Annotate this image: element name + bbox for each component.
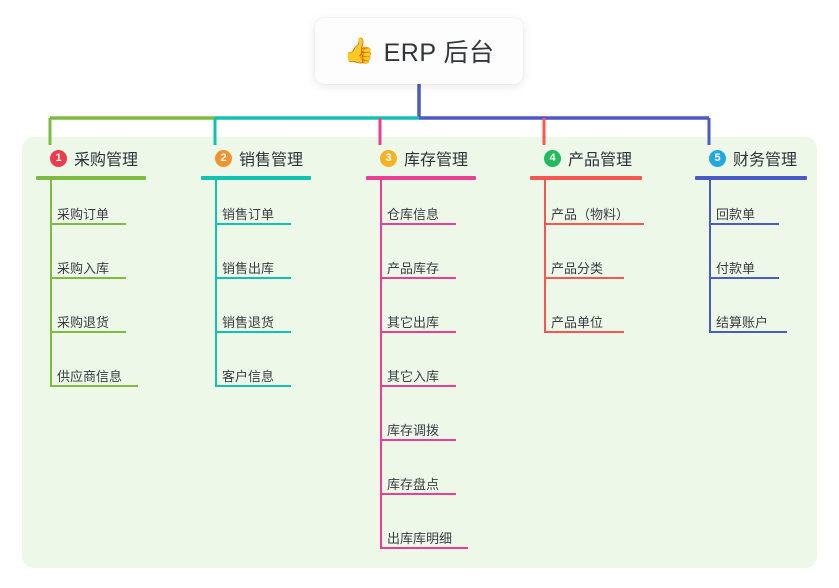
branch-spine-3 [380, 180, 382, 549]
leaf-item-label: 回款单 [716, 207, 756, 222]
branch-badge-4: 4 [544, 149, 561, 167]
branch-title-5: 财务管理 [733, 152, 798, 169]
leaf-item-underline [380, 277, 456, 279]
leaf-item-underline [50, 331, 126, 333]
leaf-item[interactable]: 仓库信息 [380, 203, 456, 225]
leaf-item-label: 仓库信息 [387, 207, 440, 222]
root-title-card[interactable]: 👍 ERP 后台 [315, 18, 523, 84]
leaf-item-label: 产品库存 [387, 261, 440, 276]
leaf-item-underline [50, 277, 126, 279]
leaf-item[interactable]: 产品分类 [544, 257, 624, 279]
leaf-item-underline [215, 277, 291, 279]
branch-spine-2 [215, 180, 217, 387]
branches-panel [22, 137, 817, 568]
leaf-item[interactable]: 采购订单 [50, 203, 126, 225]
branch-badge-1: 1 [50, 149, 67, 167]
leaf-item-underline [709, 277, 779, 279]
leaf-item-underline [544, 277, 624, 279]
leaf-item-underline [215, 385, 291, 387]
leaf-item-label: 销售退货 [222, 315, 275, 330]
leaf-item-label: 销售出库 [222, 261, 275, 276]
leaf-item-label: 销售订单 [222, 207, 275, 222]
branch-column-3: 3 库存管理 [366, 146, 468, 170]
branch-title-3: 库存管理 [404, 152, 469, 169]
leaf-item-underline [380, 547, 468, 549]
branch-title-4: 产品管理 [568, 152, 633, 169]
branch-column-1: 1 采购管理 [36, 146, 138, 170]
leaf-item-label: 采购退货 [57, 315, 110, 330]
leaf-item-underline [380, 385, 456, 387]
leaf-item[interactable]: 库存调拨 [380, 419, 456, 441]
leaf-item-label: 结算账户 [716, 315, 769, 330]
leaf-item-underline [50, 223, 126, 225]
leaf-item-label: 库存调拨 [387, 423, 440, 438]
leaf-item[interactable]: 其它出库 [380, 311, 456, 333]
leaf-item-label: 产品单位 [551, 315, 604, 330]
leaf-item-underline [709, 331, 787, 333]
leaf-item[interactable]: 客户信息 [215, 365, 291, 387]
leaf-item[interactable]: 产品（物料） [544, 203, 644, 225]
leaf-item[interactable]: 产品单位 [544, 311, 624, 333]
branch-column-5: 5 财务管理 [695, 146, 797, 170]
branch-spine-4 [544, 180, 546, 333]
branch-title-2: 销售管理 [239, 152, 304, 169]
leaf-item[interactable]: 库存盘点 [380, 473, 456, 495]
leaf-item[interactable]: 采购退货 [50, 311, 126, 333]
leaf-item[interactable]: 销售订单 [215, 203, 291, 225]
thumbs-up-icon: 👍 [343, 36, 375, 65]
leaf-item[interactable]: 出库库明细 [380, 527, 468, 549]
leaf-item-underline [709, 223, 779, 225]
leaf-item-label: 其它入库 [387, 369, 440, 384]
leaf-item-label: 出库库明细 [387, 531, 453, 546]
leaf-item-underline [380, 331, 456, 333]
leaf-item-label: 供应商信息 [57, 369, 123, 384]
leaf-item[interactable]: 其它入库 [380, 365, 456, 387]
leaf-item-underline [215, 331, 291, 333]
root-title-text: ERP 后台 [383, 39, 495, 67]
leaf-item-underline [380, 223, 456, 225]
leaf-item[interactable]: 采购入库 [50, 257, 126, 279]
branch-header-1[interactable]: 1 采购管理 [36, 146, 138, 170]
branch-rule-2 [201, 176, 311, 180]
branch-spine-1 [50, 180, 52, 387]
leaf-item[interactable]: 销售退货 [215, 311, 291, 333]
branch-header-5[interactable]: 5 财务管理 [695, 146, 797, 170]
branch-column-4: 4 产品管理 [530, 146, 632, 170]
branch-header-4[interactable]: 4 产品管理 [530, 146, 632, 170]
leaf-item-label: 其它出库 [387, 315, 440, 330]
branch-spine-5 [709, 180, 711, 333]
leaf-item-label: 付款单 [716, 261, 756, 276]
leaf-item-label: 采购入库 [57, 261, 110, 276]
leaf-item-underline [380, 493, 456, 495]
leaf-item-label: 产品（物料） [551, 207, 630, 222]
branch-rule-1 [36, 176, 146, 180]
leaf-item[interactable]: 结算账户 [709, 311, 787, 333]
branch-badge-3: 3 [380, 149, 397, 167]
leaf-item[interactable]: 销售出库 [215, 257, 291, 279]
leaf-item-label: 采购订单 [57, 207, 110, 222]
leaf-item-label: 产品分类 [551, 261, 604, 276]
branch-rule-3 [366, 176, 476, 180]
branch-rule-5 [695, 176, 807, 180]
leaf-item-underline [215, 223, 291, 225]
branch-header-2[interactable]: 2 销售管理 [201, 146, 303, 170]
branch-badge-5: 5 [709, 149, 726, 167]
leaf-item-underline [380, 439, 456, 441]
branch-header-3[interactable]: 3 库存管理 [366, 146, 468, 170]
leaf-item-underline [544, 331, 624, 333]
branch-column-2: 2 销售管理 [201, 146, 303, 170]
leaf-item-underline [50, 385, 138, 387]
leaf-item[interactable]: 回款单 [709, 203, 779, 225]
leaf-item-label: 库存盘点 [387, 477, 440, 492]
leaf-item[interactable]: 产品库存 [380, 257, 456, 279]
leaf-item[interactable]: 付款单 [709, 257, 779, 279]
branch-title-1: 采购管理 [74, 152, 139, 169]
branch-badge-2: 2 [215, 149, 232, 167]
branch-rule-4 [530, 176, 642, 180]
leaf-item-label: 客户信息 [222, 369, 275, 384]
leaf-item-underline [544, 223, 644, 225]
leaf-item[interactable]: 供应商信息 [50, 365, 138, 387]
